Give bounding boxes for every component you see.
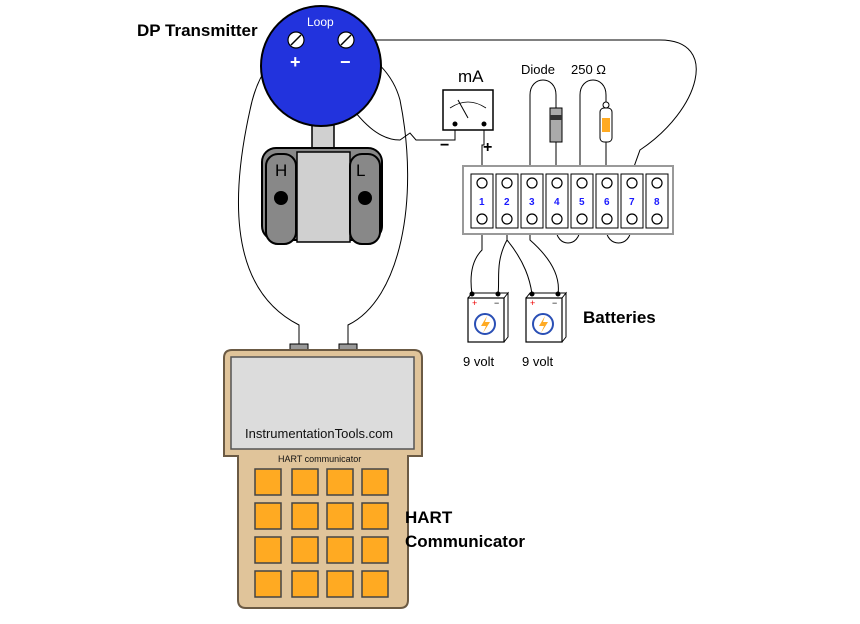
terminal-2[interactable] — [495, 173, 519, 229]
terminal-screw — [626, 213, 638, 225]
terminal-screw — [576, 213, 588, 225]
hart-device-label: HART communicator — [278, 454, 361, 464]
wire-meter-to-terminal-1 — [481, 126, 485, 175]
terminal-5[interactable] — [570, 173, 594, 229]
terminal-number: 1 — [479, 197, 485, 208]
diode — [549, 107, 563, 143]
terminal-screw — [501, 177, 513, 189]
terminal-screw — [501, 213, 513, 225]
meter-plus-label: + — [483, 139, 492, 156]
batteries-label: Batteries — [583, 308, 656, 327]
loop-label: Loop — [307, 15, 334, 29]
terminal-number: 8 — [654, 197, 660, 208]
hart-label-line2: Communicator — [405, 532, 525, 551]
terminal-screw — [526, 177, 538, 189]
high-port — [274, 191, 288, 205]
resistor-label: 250 Ω — [571, 62, 606, 77]
keypad-key[interactable] — [326, 468, 354, 496]
keypad-key[interactable] — [254, 468, 282, 496]
terminal-3[interactable] — [520, 173, 544, 229]
terminal-screw — [526, 213, 538, 225]
wire-loop-minus — [346, 39, 697, 176]
battery-1: + − — [467, 291, 510, 343]
terminal-number: 2 — [504, 197, 510, 208]
hart-label-line1: HART — [405, 508, 453, 527]
wire-battery2-pos — [506, 228, 533, 295]
low-side-label: L — [356, 161, 365, 180]
meter-scale — [449, 101, 487, 109]
terminal-1[interactable] — [470, 173, 494, 229]
wire-battery1-pos — [470, 228, 483, 295]
battery-1-minus: − — [494, 298, 499, 308]
battery-2-plus: + — [530, 298, 535, 308]
terminal-number: 6 — [604, 197, 610, 208]
terminal-screw — [601, 177, 613, 189]
terminal-7[interactable] — [620, 173, 644, 229]
meter-minus-label: − — [440, 137, 449, 154]
keypad-key[interactable] — [326, 502, 354, 530]
transmitter-minus-label: − — [340, 52, 351, 72]
terminal-number: 5 — [579, 197, 585, 208]
terminal-block: 1 2 3 4 5 6 7 8 — [462, 165, 674, 235]
keypad-key[interactable] — [254, 536, 282, 564]
diode-label: Diode — [521, 62, 555, 77]
terminal-screw — [551, 213, 563, 225]
terminal-screw — [476, 177, 488, 189]
keypad-key[interactable] — [291, 468, 319, 496]
wire-battery2-neg — [529, 228, 559, 295]
keypad-key[interactable] — [361, 570, 389, 598]
keypad-key[interactable] — [326, 570, 354, 598]
transmitter-body — [296, 151, 351, 243]
keypad-key[interactable] — [291, 502, 319, 530]
wire-diode — [529, 79, 557, 175]
keypad-key[interactable] — [326, 536, 354, 564]
terminal-screw — [626, 177, 638, 189]
battery-1-voltage: 9 volt — [463, 354, 494, 369]
low-port — [358, 191, 372, 205]
transmitter-plus-label: + — [290, 52, 301, 72]
terminal-number: 4 — [554, 197, 560, 208]
diode-band — [550, 115, 562, 120]
terminal-6[interactable] — [595, 173, 619, 229]
battery-2-voltage: 9 volt — [522, 354, 553, 369]
resistor-band — [602, 118, 610, 132]
keypad-key[interactable] — [361, 468, 389, 496]
wire-battery1-neg — [497, 228, 508, 295]
terminal-screw — [476, 213, 488, 225]
terminal-screw — [576, 177, 588, 189]
terminal-number: 3 — [529, 197, 535, 208]
keypad-key[interactable] — [361, 536, 389, 564]
battery-2-minus: − — [552, 298, 557, 308]
keypad-key[interactable] — [254, 502, 282, 530]
keypad-key[interactable] — [254, 570, 282, 598]
terminal-number: 7 — [629, 197, 635, 208]
hart-screen-text: InstrumentationTools.com — [245, 426, 393, 441]
hart-screen — [230, 356, 415, 450]
dp-transmitter-label: DP Transmitter — [137, 21, 258, 40]
terminal-screw — [551, 177, 563, 189]
keypad-key[interactable] — [291, 536, 319, 564]
wire-resistor — [579, 79, 607, 175]
keypad-key[interactable] — [291, 570, 319, 598]
battery-2: + − — [525, 291, 568, 343]
milliammeter-label: mA — [458, 67, 484, 86]
terminal-8[interactable] — [645, 173, 669, 229]
terminal-screw — [601, 213, 613, 225]
battery-1-plus: + — [472, 298, 477, 308]
high-side-label: H — [275, 161, 287, 180]
meter-needle — [457, 99, 469, 119]
terminal-screw — [651, 213, 663, 225]
keypad-key[interactable] — [361, 502, 389, 530]
terminal-4[interactable] — [545, 173, 569, 229]
terminal-screw — [651, 177, 663, 189]
hart-keypad — [254, 468, 389, 598]
